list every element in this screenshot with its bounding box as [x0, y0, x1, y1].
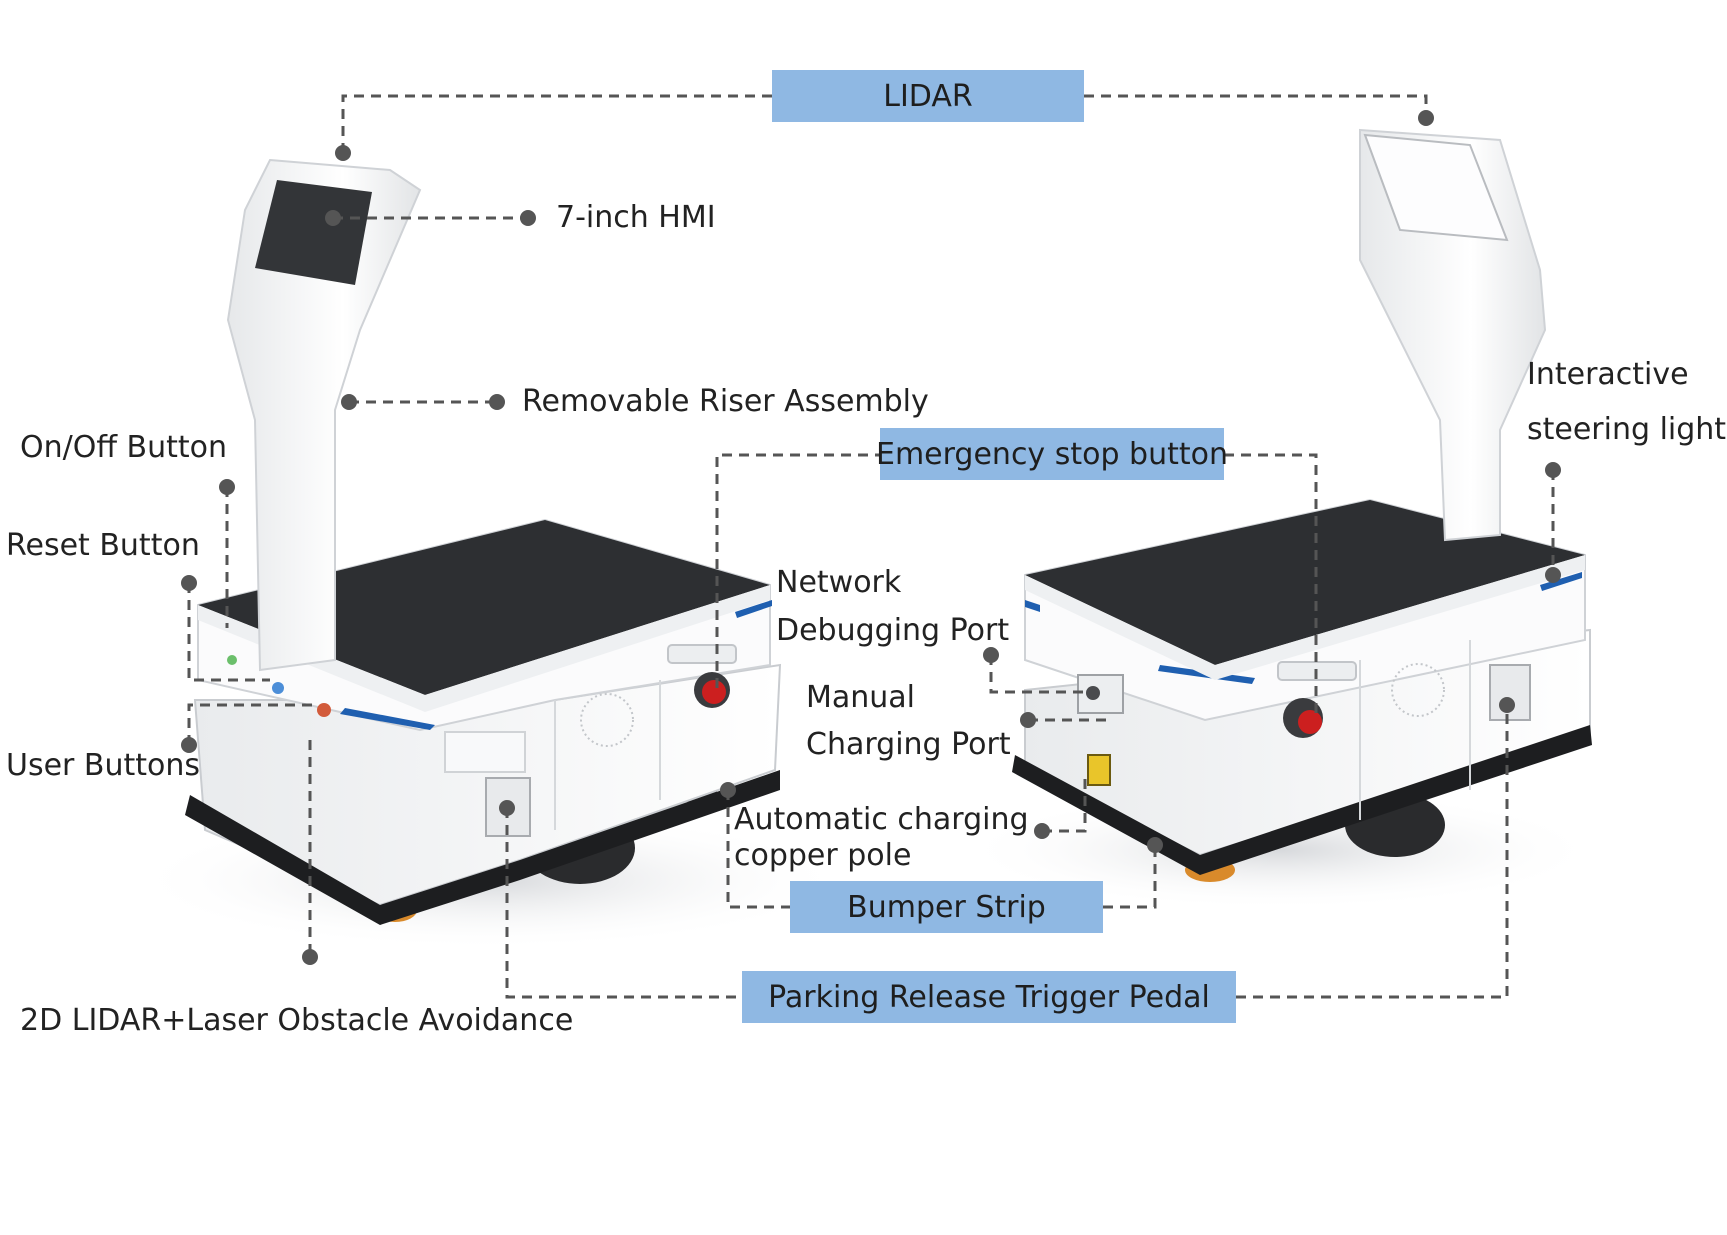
parking-label: Parking Release Trigger Pedal — [742, 971, 1236, 1023]
lidar-2d-label: 2D LIDAR+Laser Obstacle Avoidance — [20, 1003, 574, 1038]
auto-charging-label-line1: Automatic charging — [734, 802, 1029, 837]
right-robot — [960, 128, 1600, 910]
network-label-line1: Network — [776, 565, 902, 600]
lidar-label: LIDAR — [772, 70, 1084, 122]
onoff-label: On/Off Button — [20, 430, 228, 465]
manual-charging-label-line1: Manual — [806, 680, 916, 715]
manual-charging-label-line2: Charging Port — [806, 727, 1011, 762]
riser-label: Removable Riser Assembly — [522, 384, 929, 419]
hmi-label: 7-inch HMI — [556, 200, 716, 235]
leader-lines — [181, 94, 1561, 999]
estop-label: Emergency stop button — [876, 428, 1228, 480]
steering-light-label-line1: Interactive — [1527, 357, 1689, 392]
bumper-label: Bumper Strip — [790, 881, 1103, 933]
user-buttons-label: User Buttons — [6, 748, 201, 783]
reset-label: Reset Button — [6, 528, 200, 563]
network-label-line2: Debugging Port — [776, 613, 1010, 648]
auto-charging-label-line2: copper pole — [734, 838, 912, 873]
steering-light-label-line2: steering light — [1527, 412, 1727, 447]
